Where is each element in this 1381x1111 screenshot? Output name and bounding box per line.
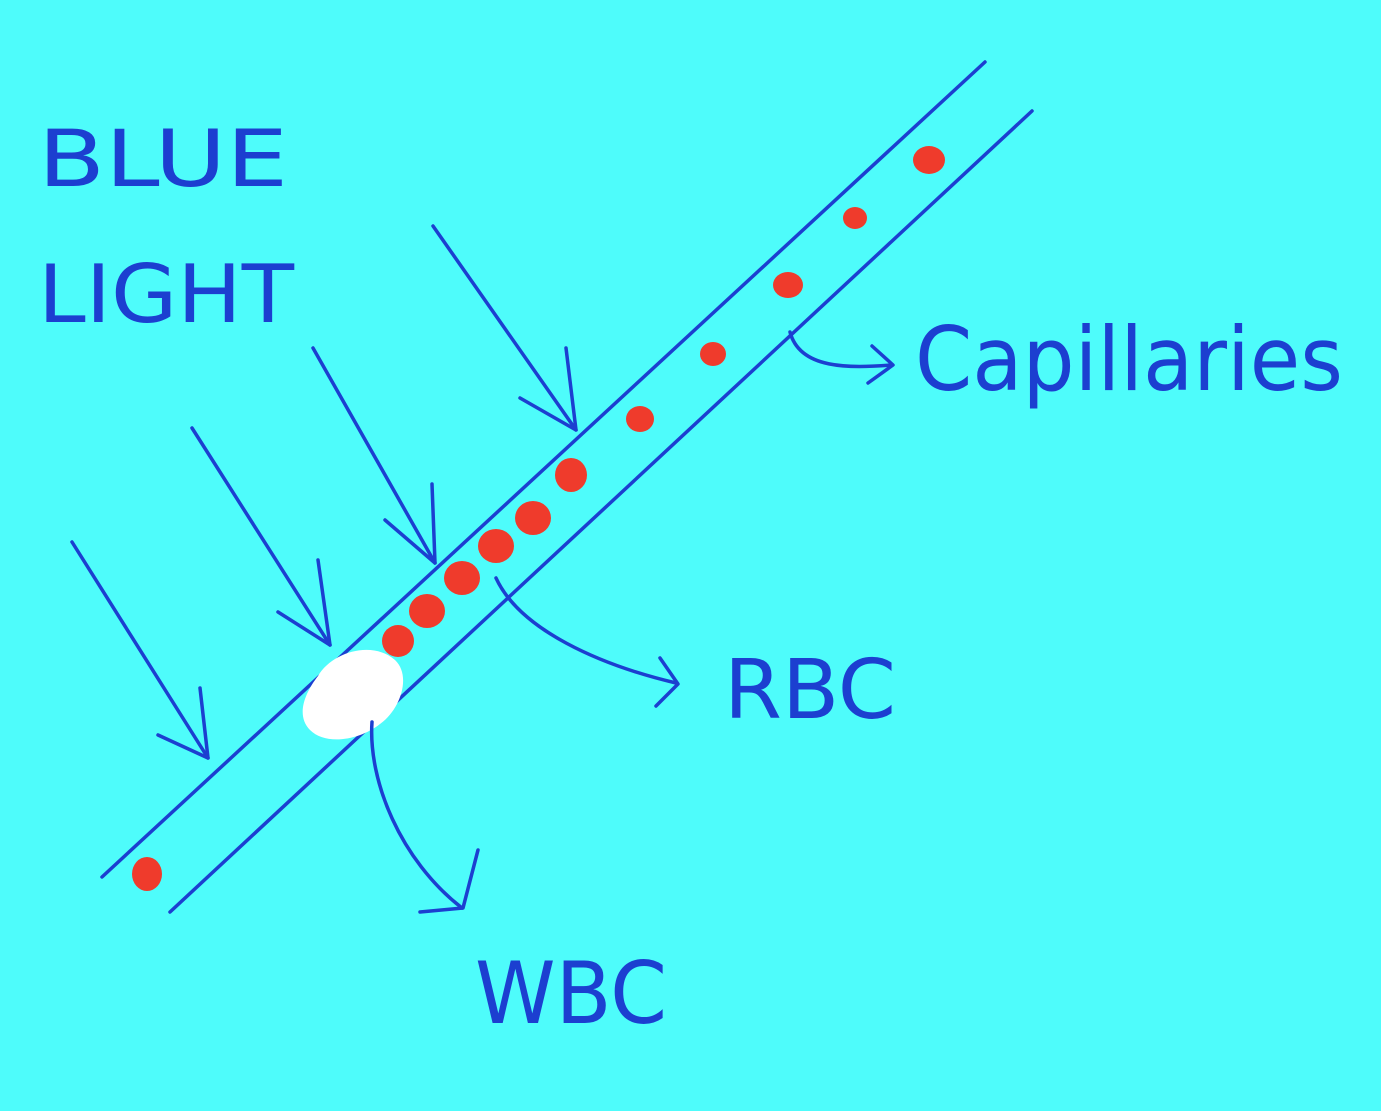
capillary xyxy=(100,60,1034,914)
wbc-pointer xyxy=(369,720,480,914)
red-blood-cells xyxy=(132,146,945,891)
red-blood-cell xyxy=(382,625,414,657)
light-ray-arrow xyxy=(311,346,437,565)
red-blood-cell xyxy=(773,272,803,298)
capillaries-label: Capillaries xyxy=(915,308,1343,411)
capillary-wall-upper xyxy=(100,60,987,879)
capillary-wall-lower xyxy=(168,109,1034,914)
red-blood-cell xyxy=(626,406,654,432)
red-blood-cell xyxy=(555,458,587,492)
capillaries-pointer xyxy=(788,330,895,385)
light-ray-arrow xyxy=(431,224,578,432)
light-ray-arrow xyxy=(190,426,332,647)
red-blood-cell xyxy=(444,561,480,595)
wbc-label: WBC xyxy=(475,944,667,1044)
light-ray-arrow xyxy=(70,540,210,760)
red-blood-cell xyxy=(515,501,551,535)
white-blood-cell-shape xyxy=(302,649,404,740)
blue-light-rays xyxy=(70,224,578,760)
white-blood-cell xyxy=(302,649,404,740)
rbc-pointer xyxy=(494,576,680,708)
blue-light-label-line2: LIGHT xyxy=(38,248,295,341)
red-blood-cell xyxy=(843,207,867,229)
red-blood-cell xyxy=(132,857,162,891)
red-blood-cell xyxy=(409,594,445,628)
red-blood-cell xyxy=(700,342,726,366)
red-blood-cell xyxy=(913,146,945,174)
red-blood-cell xyxy=(478,529,514,563)
blue-light-label-line1: BLUE xyxy=(38,115,288,205)
rbc-label: RBC xyxy=(724,643,896,738)
